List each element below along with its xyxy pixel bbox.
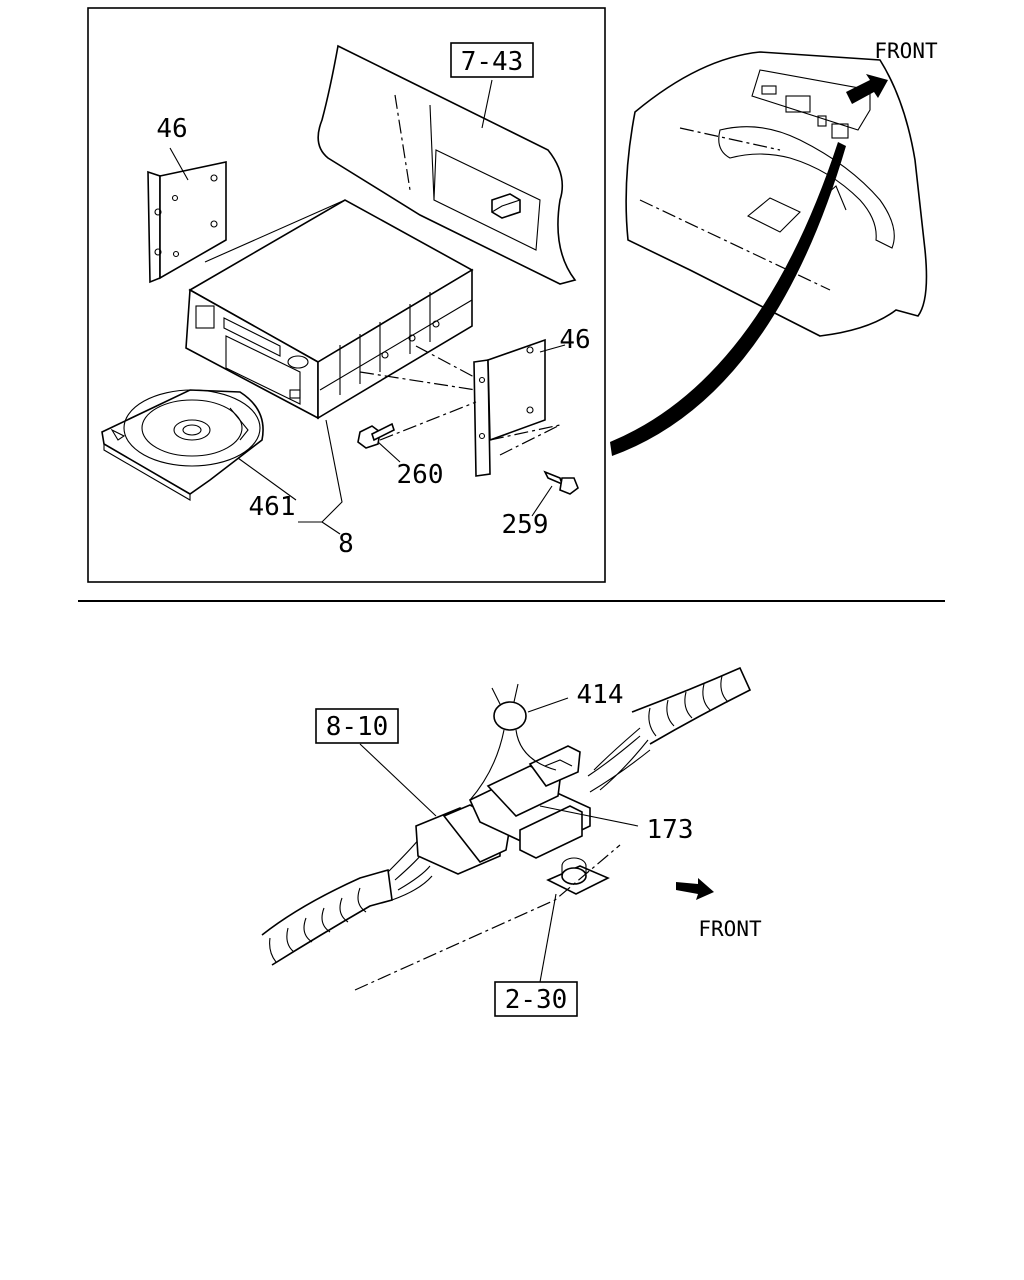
label-260: 260 [397, 460, 444, 490]
wire-harness [261, 666, 752, 966]
label-414: 414 [577, 680, 624, 710]
bracket-left [147, 147, 227, 284]
label-8: 8 [338, 529, 354, 559]
label-46-left: 46 [156, 114, 187, 144]
ref-box-8-10: 8-10 [315, 708, 437, 817]
ref-label-8-10: 8-10 [326, 712, 389, 742]
label-46-right: 46 [559, 325, 590, 355]
ref-label-2-30: 2-30 [505, 985, 568, 1015]
ref-box-2-30: 2-30 [494, 981, 578, 1017]
ref-box-7-43: 7-43 [450, 42, 534, 129]
bolt-259 [531, 470, 579, 517]
detail-frame [87, 7, 606, 583]
group-leader-8 [298, 419, 343, 535]
label-173: 173 [647, 815, 694, 845]
bracket-right [473, 338, 566, 477]
front-arrow-top: FRONT [846, 39, 938, 104]
front-arrow-bottom: FRONT [676, 878, 762, 941]
cd-changer-unit [185, 199, 474, 420]
dashboard-panel [317, 44, 577, 285]
ref-label-7-43: 7-43 [461, 47, 524, 77]
cd-magazine [101, 389, 297, 501]
vehicle-interior [610, 51, 928, 456]
label-259: 259 [502, 510, 549, 540]
floor-mount [354, 844, 621, 991]
clip-414 [469, 683, 569, 801]
label-461: 461 [249, 492, 296, 522]
front-label-bottom: FRONT [698, 917, 762, 941]
leader-173 [539, 805, 639, 827]
front-label-top: FRONT [874, 39, 938, 63]
bolt-260 [357, 422, 401, 463]
